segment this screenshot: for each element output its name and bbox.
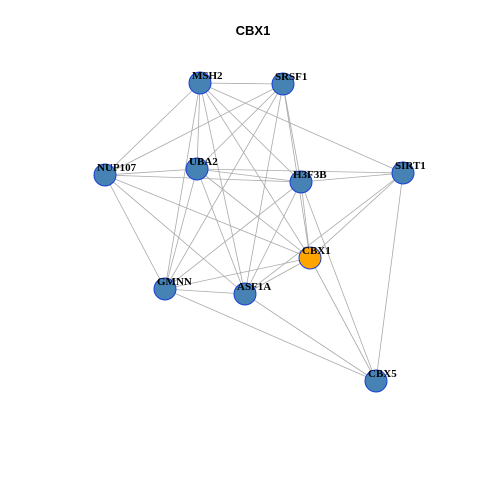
graph-title: CBX1 <box>236 23 271 38</box>
edge-msh2-srsf1 <box>199 82 284 85</box>
edge-nup107-gmnn <box>104 174 166 290</box>
edge-layer <box>104 82 404 382</box>
edge-srsf1-asf1a <box>244 83 284 295</box>
edge-gmnn-cbx5 <box>164 288 377 382</box>
edge-srsf1-nup107 <box>104 83 284 176</box>
edge-h3f3b-sirt1 <box>300 172 404 183</box>
edge-gmnn-asf1a <box>164 288 246 295</box>
edge-uba2-cbx1 <box>196 168 311 259</box>
edge-h3f3b-asf1a <box>244 181 302 295</box>
node-msh2 <box>188 71 212 95</box>
node-label-h3f3b: H3F3B <box>293 169 327 181</box>
node-label-asf1a: ASF1A <box>237 281 271 293</box>
node-uba2 <box>185 157 209 181</box>
edge-sirt1-asf1a <box>244 172 404 295</box>
edge-nup107-asf1a <box>104 174 246 295</box>
node-cbx5 <box>364 369 388 393</box>
edge-nup107-uba2 <box>104 168 198 176</box>
edge-sirt1-cbx5 <box>375 172 404 382</box>
node-label-msh2: MSH2 <box>192 70 223 82</box>
node-asf1a <box>233 282 257 306</box>
node-label-cbx1: CBX1 <box>302 245 331 257</box>
node-cbx1 <box>298 246 322 270</box>
edge-srsf1-gmnn <box>164 83 284 290</box>
edge-uba2-asf1a <box>196 168 246 295</box>
node-srsf1 <box>271 72 295 96</box>
node-label-gmnn: GMNN <box>157 276 192 288</box>
edge-cbx1-cbx5 <box>309 257 377 382</box>
edge-sirt1-cbx1 <box>309 172 404 259</box>
node-label-srsf1: SRSF1 <box>275 71 307 83</box>
edge-msh2-h3f3b <box>199 82 302 183</box>
node-h3f3b <box>289 170 313 194</box>
edge-srsf1-h3f3b <box>282 83 302 183</box>
node-gmnn <box>153 277 177 301</box>
edge-asf1a-cbx5 <box>244 293 377 382</box>
node-label-nup107: NUP107 <box>97 162 137 174</box>
edge-msh2-nup107 <box>104 82 201 176</box>
edge-msh2-uba2 <box>196 82 201 170</box>
edge-h3f3b-gmnn <box>164 181 302 290</box>
edge-uba2-h3f3b <box>196 168 302 183</box>
edge-cbx1-asf1a <box>244 257 311 295</box>
node-label-uba2: UBA2 <box>189 156 218 168</box>
edge-uba2-gmnn <box>164 168 198 290</box>
edge-msh2-gmnn <box>164 82 201 290</box>
node-layer <box>93 71 415 393</box>
edge-srsf1-uba2 <box>196 83 284 170</box>
edge-h3f3b-cbx5 <box>300 181 377 382</box>
edge-nup107-cbx1 <box>104 174 311 259</box>
node-label-sirt1: SIRT1 <box>395 160 426 172</box>
node-nup107 <box>93 163 117 187</box>
edge-cbx1-gmnn <box>164 257 311 290</box>
edge-msh2-sirt1 <box>199 82 404 174</box>
node-sirt1 <box>391 161 415 185</box>
node-label-cbx5: CBX5 <box>368 368 397 380</box>
